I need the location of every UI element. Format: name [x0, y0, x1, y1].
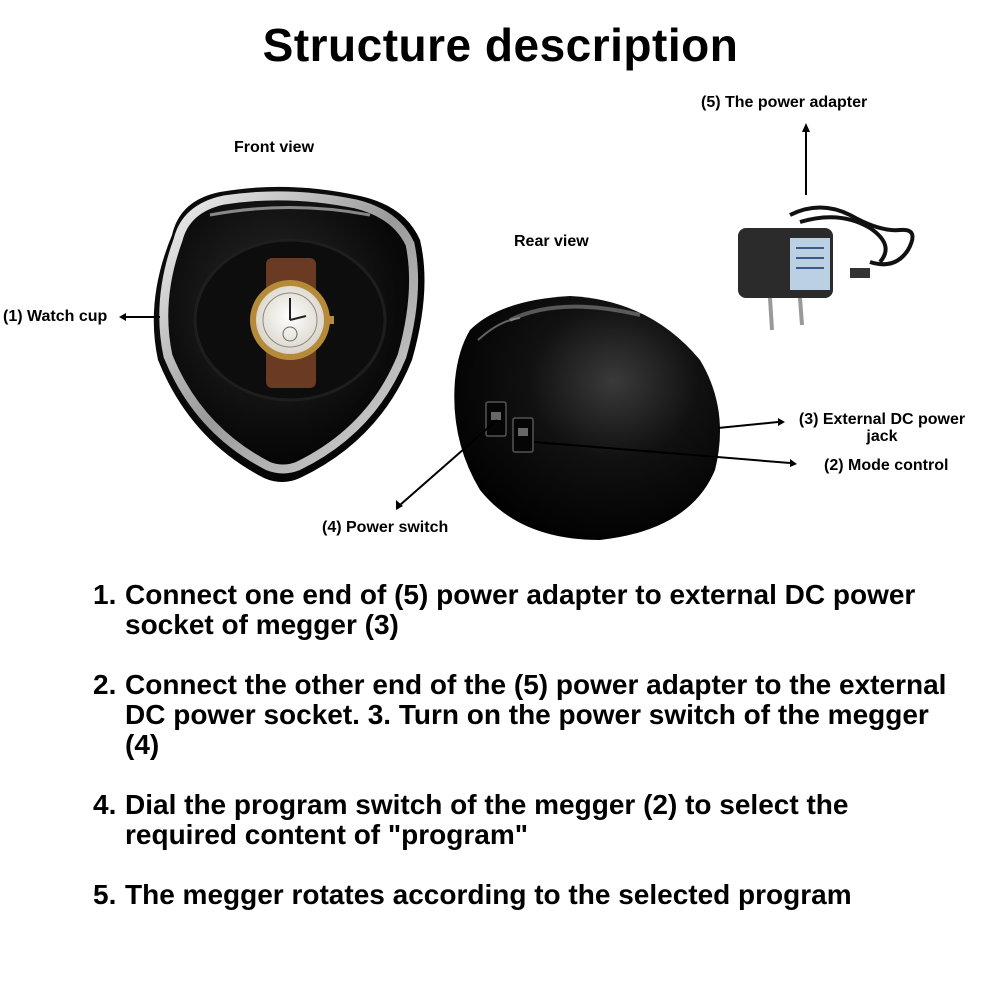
step-number: 4.	[93, 789, 117, 820]
instruction-list: 1. Connect one end of (5) power adapter …	[93, 580, 953, 940]
step-text: Connect one end of (5) power adapter to …	[125, 579, 916, 640]
callout-power-switch: (4) Power switch	[322, 519, 449, 536]
callout-dc-jack-line1: (3) External DC power	[798, 411, 966, 428]
rear-view-label: Rear view	[514, 233, 589, 250]
callout-watch-cup: (1) Watch cup	[3, 308, 108, 325]
page-title: Structure description	[262, 19, 739, 71]
front-view-winder	[153, 186, 425, 482]
rear-view-winder	[454, 296, 720, 540]
product-diagram	[119, 123, 915, 540]
step-text: Dial the program switch of the megger (2…	[125, 789, 849, 850]
instruction-step: 2. Connect the other end of the (5) powe…	[93, 670, 953, 760]
power-adapter	[738, 205, 915, 331]
front-view-label: Front view	[234, 139, 315, 156]
step-text: Connect the other end of the (5) power a…	[125, 669, 947, 760]
step-number: 1.	[93, 579, 117, 610]
arrow-heads	[119, 123, 810, 510]
step-text: The megger rotates according to the sele…	[125, 879, 852, 910]
callout-dc-jack: (3) External DC power jack	[788, 411, 976, 446]
leader-lines	[126, 128, 807, 506]
callout-dc-jack-line2: jack	[866, 428, 898, 445]
step-number: 5.	[93, 879, 117, 910]
callout-mode-control: (2) Mode control	[824, 457, 949, 474]
step-number: 2.	[93, 669, 117, 700]
callout-power-adapter: (5) The power adapter	[701, 94, 868, 111]
instruction-step: 4. Dial the program switch of the megger…	[93, 790, 953, 850]
instruction-step: 1. Connect one end of (5) power adapter …	[93, 580, 953, 640]
instruction-step: 5. The megger rotates according to the s…	[93, 880, 953, 910]
